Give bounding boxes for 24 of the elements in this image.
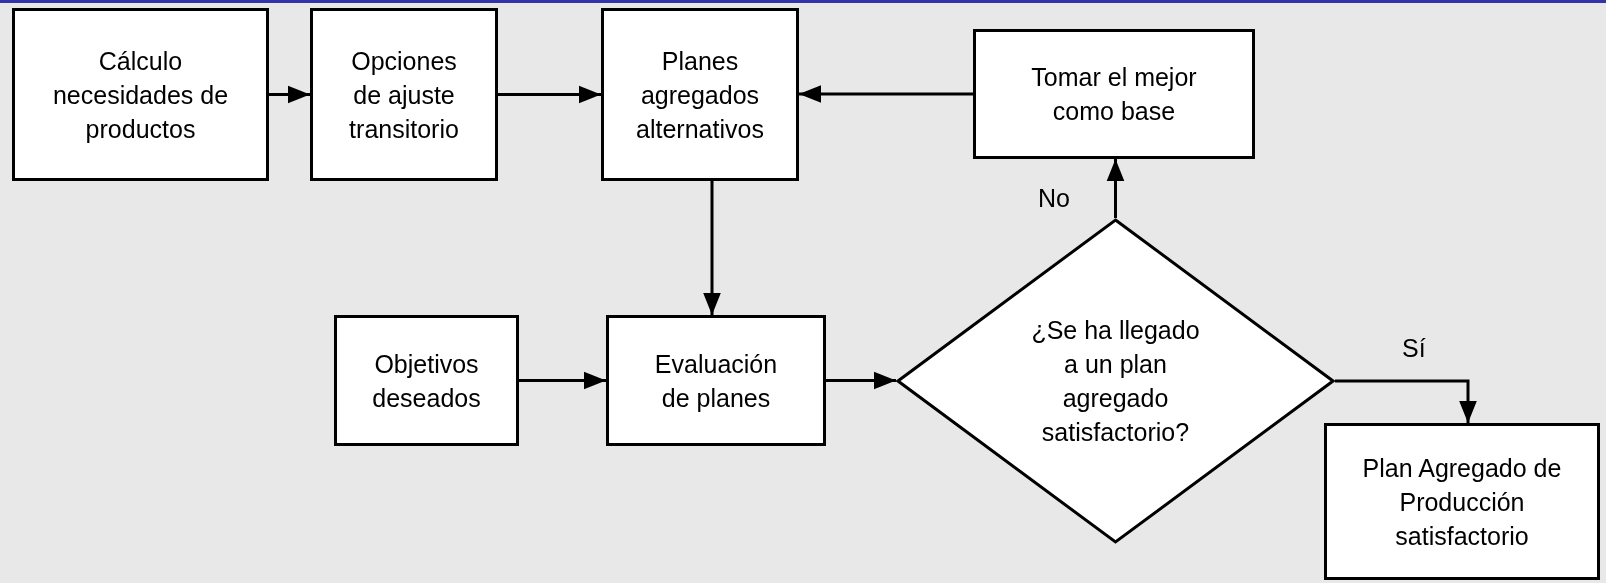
process-box [12, 8, 269, 181]
arrow [498, 85, 601, 104]
node-label: Opciones de ajuste transitorio [348, 45, 460, 145]
node-label: Cálculo necesidades de productos [51, 45, 230, 145]
decision-diamond [896, 218, 1335, 544]
node-label: Tomar el mejor como base [1030, 62, 1198, 127]
arrow [703, 181, 721, 315]
node-label: Evaluación de planes [653, 348, 779, 414]
arrow [799, 85, 973, 103]
process-box [310, 8, 498, 181]
process-box [973, 29, 1255, 159]
process-box [1324, 423, 1600, 580]
arrow [269, 85, 310, 104]
arrow [519, 371, 606, 390]
arrow [1335, 379, 1477, 423]
process-box [334, 315, 519, 446]
process-box [601, 8, 799, 181]
arrow [1106, 159, 1125, 218]
node-label: Plan Agregado de Producción satisfactorio [1361, 452, 1563, 552]
node-label: ¿Se ha llegado a un plan agregado satisfactorio? [1030, 315, 1201, 448]
arrow [826, 371, 896, 390]
node-label: Objetivos deseados [371, 348, 482, 414]
process-box [606, 315, 826, 446]
node-label: Planes agregados alternativos [635, 45, 765, 145]
